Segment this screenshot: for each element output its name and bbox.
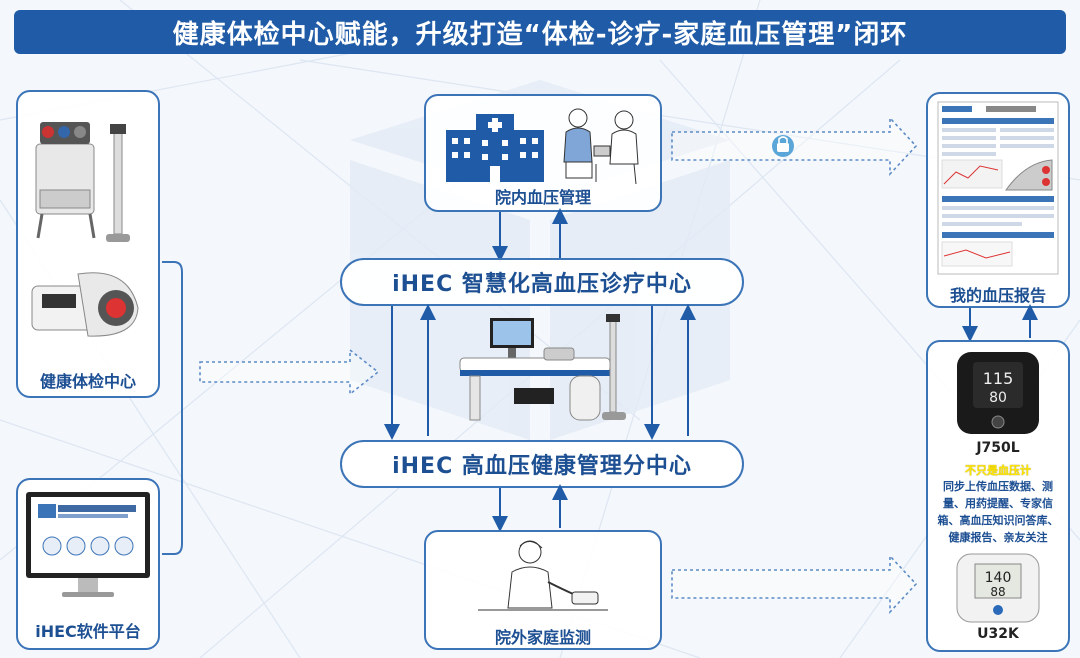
in-hospital-label: 院内血压管理 [494,188,591,207]
software-monitor-illustration [26,492,150,597]
physical-exam-center-label: 健康体检中心 [39,372,136,391]
center-vertical-arrows [384,304,696,440]
left-bracket-connector [162,261,183,555]
devices-panel: 115 80 J750L 不只是血压计 同步上传血压数据、测量、用药提醒、专家信… [926,340,1070,652]
doctor-patient-illustration [563,108,639,185]
software-platform-panel: iHEC软件平台 [16,478,160,650]
out-hospital-panel: 院外家庭监测 [424,530,662,650]
j750l-sys-reading: 115 [983,369,1014,388]
my-report-panel: 我的血压报告 [926,92,1070,308]
u32k-monitor-illustration: 140 88 [956,553,1040,623]
my-report-label: 我的血压报告 [949,286,1046,305]
u32k-sys-reading: 140 [985,570,1012,586]
report-device-arrows [962,304,1038,342]
u32k-dia-reading: 88 [990,585,1005,599]
j750l-monitor-illustration: 115 80 [957,352,1039,434]
exam-equipment-illustration [31,122,139,337]
home-monitoring-illustration [478,540,608,611]
u32k-model-label: U32K [977,626,1019,642]
j750l-feature-title: 不只是血压计 [965,464,1031,477]
out-hospital-arrows [492,484,568,532]
out-hospital-label: 院外家庭监测 [494,628,591,647]
diagnosis-center-pill: iHEC 智慧化高血压诊疗中心 [340,258,744,306]
in-hospital-arrows [492,208,568,262]
j750l-feature-desc: 同步上传血压数据、测量、用药提醒、专家信箱、高血压知识问答库、健康报告、亲友关注 [937,480,1059,544]
in-hospital-panel: 院内血压管理 [424,94,662,212]
software-platform-label: iHEC软件平台 [35,622,141,641]
hospital-icon [446,114,544,182]
report-document-illustration [937,101,1059,275]
j750l-model-label: J750L [976,440,1020,456]
physical-exam-center-panel: 健康体检中心 [16,90,160,398]
workstation-illustration [459,314,626,421]
management-subcenter-pill: iHEC 高血压健康管理分中心 [340,440,744,488]
page-title: 健康体检中心赋能，升级打造“体检-诊疗-家庭血压管理”闭环 [14,10,1066,54]
j750l-dia-reading: 80 [989,390,1007,406]
